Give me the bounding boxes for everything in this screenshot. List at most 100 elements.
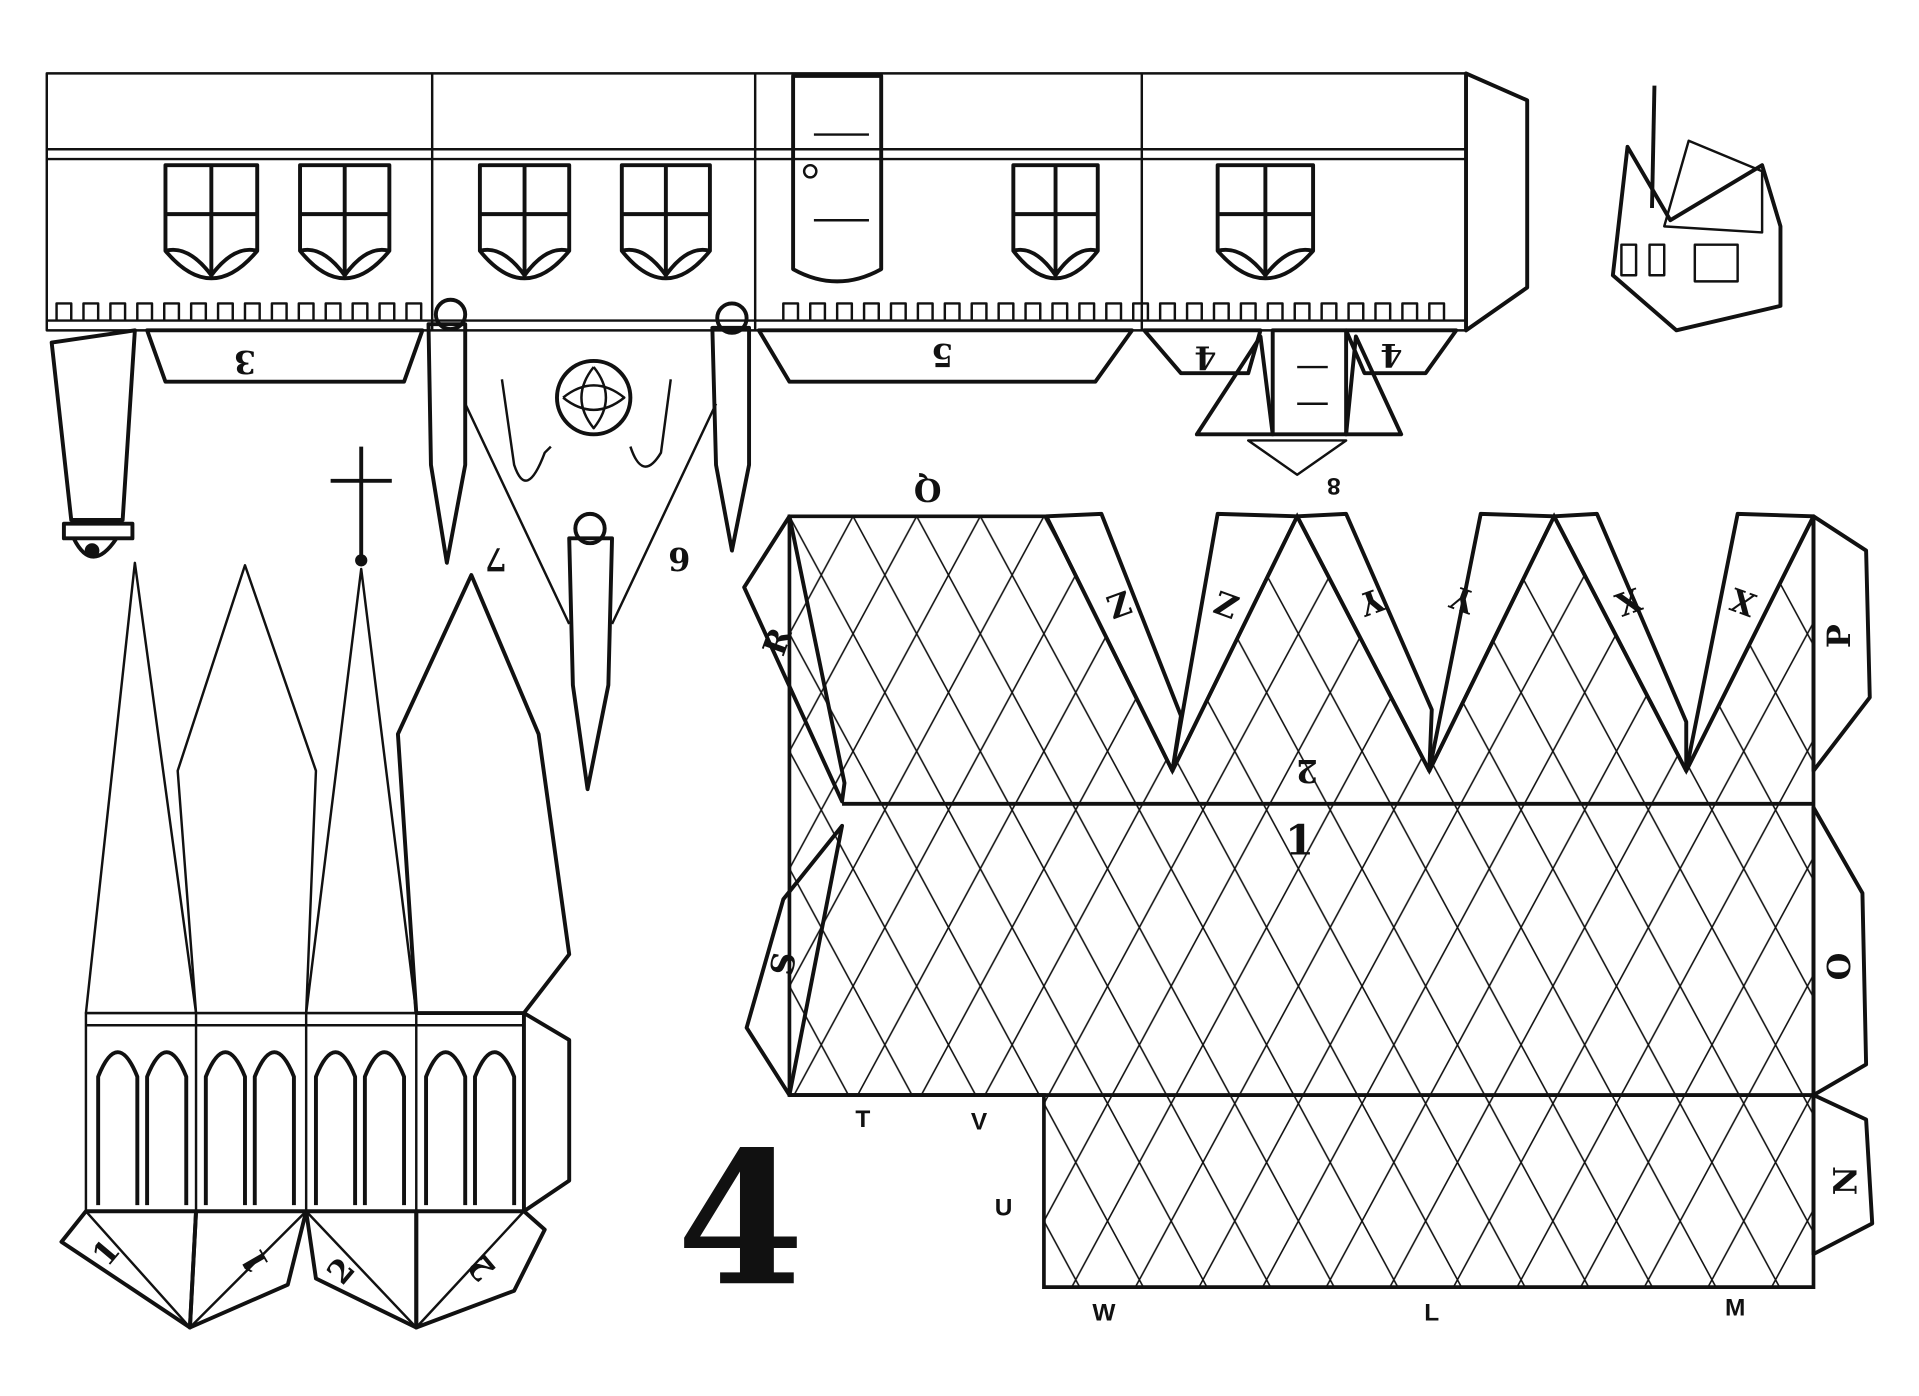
crenel (809, 302, 827, 321)
arch-window (473, 1050, 517, 1206)
wall-side-flap (1464, 71, 1530, 333)
wall-strip (45, 71, 1530, 559)
crenel (1428, 302, 1446, 321)
crenel (1320, 302, 1338, 321)
window (163, 163, 260, 281)
crenel (189, 302, 208, 321)
crenel (1401, 302, 1419, 321)
window (477, 163, 572, 281)
quatrefoil-window (555, 358, 633, 437)
crenel (1347, 302, 1365, 321)
crenel (1266, 302, 1284, 321)
pinnacle-brackets (330, 297, 752, 792)
roof-label: Q (914, 470, 942, 508)
roof-flap-n (1811, 1093, 1875, 1257)
window (1011, 163, 1100, 281)
crenel (136, 302, 154, 321)
roof-marker: T (855, 1106, 870, 1133)
tower-net (59, 561, 572, 1330)
roof-marker: L (1424, 1299, 1439, 1326)
tower-tab-label: 1 (84, 1232, 127, 1273)
page-number: 4 (677, 1112, 805, 1327)
roof-label: O (1820, 953, 1858, 981)
crenel (1105, 302, 1123, 321)
arch-window (145, 1050, 189, 1206)
crenel (943, 302, 961, 321)
crenel (970, 302, 988, 321)
assembled-building-preview (1610, 85, 1783, 333)
cross-finial (330, 446, 392, 567)
wall-tab-4-right (1344, 328, 1459, 376)
crenel (351, 302, 369, 321)
roof-flap-r (742, 514, 847, 804)
roof-label: X (1725, 580, 1761, 624)
crenel (163, 302, 181, 321)
roof-label: N (1826, 1166, 1864, 1195)
tab-label: 4 (1380, 336, 1402, 374)
roof-flap-o (1811, 805, 1869, 1097)
crenel (782, 302, 800, 321)
arch-window (424, 1050, 468, 1206)
crenel (324, 302, 342, 321)
tab-label: 8 (1327, 472, 1341, 499)
window (1215, 163, 1316, 281)
chimney-tab-8 (1247, 439, 1348, 476)
roof-label: P (1820, 624, 1858, 648)
crenel (862, 302, 880, 321)
crenel (997, 302, 1015, 321)
crenel (835, 302, 854, 321)
crenel (1078, 302, 1096, 321)
window (298, 163, 392, 281)
crenel (1132, 302, 1150, 321)
arch-window (313, 1050, 358, 1206)
bracket-label: 6 (668, 540, 690, 578)
tower-tab-label: 2 (460, 1247, 503, 1288)
roof-label: 2 (1296, 752, 1318, 790)
corner-bracket (49, 328, 137, 522)
wall-tab-5 (756, 328, 1134, 384)
crenel (1158, 302, 1177, 321)
window (619, 163, 712, 281)
roof-marker: V (971, 1109, 988, 1136)
wall-tab-3 (145, 328, 425, 384)
arch-window (203, 1050, 247, 1206)
crenel (916, 302, 934, 321)
tab-label: 5 (931, 336, 953, 374)
crenel (270, 302, 288, 321)
roof-marker: M (1725, 1295, 1745, 1322)
crenel (216, 302, 234, 321)
crenel (1212, 302, 1230, 321)
bracket-label: 7 (485, 540, 507, 578)
arch-window (362, 1050, 406, 1206)
arch-window (96, 1050, 140, 1206)
roof-label: X (1610, 580, 1646, 624)
roof-label: Y (1445, 578, 1481, 622)
crenel (109, 302, 127, 321)
tab-label: 4 (1194, 338, 1216, 376)
crenel (1239, 302, 1257, 321)
roof-marker: U (995, 1194, 1013, 1221)
roof-flap-p (1811, 514, 1872, 773)
chimney (1270, 328, 1349, 437)
crenel (1024, 302, 1042, 321)
crenel (82, 302, 100, 321)
roof-label: 1 (1285, 816, 1314, 865)
roof-net (742, 511, 1875, 1289)
crenel (297, 302, 315, 321)
crenel (1185, 302, 1203, 321)
crenel (55, 302, 73, 321)
crenel (889, 302, 907, 321)
roof-flap-s (744, 823, 845, 1097)
tab-label: 3 (234, 343, 256, 381)
roof-label: Z (1209, 582, 1244, 626)
crenel (243, 302, 261, 321)
crenel (1293, 302, 1311, 321)
arch-window (252, 1050, 296, 1206)
crenel (378, 302, 396, 321)
wall-tab-4-left (1142, 328, 1263, 376)
door (791, 73, 884, 284)
crenel (405, 302, 423, 321)
crenel (1374, 302, 1392, 321)
roof-marker: W (1092, 1299, 1116, 1326)
